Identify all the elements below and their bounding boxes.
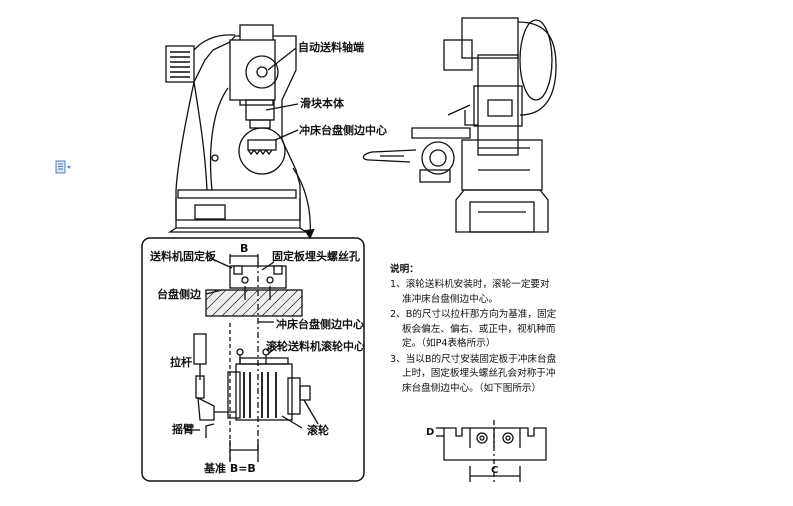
document-icon[interactable]	[55, 160, 71, 174]
notes-title: 说明：	[390, 264, 419, 275]
note-3-line-2: 上时，固定板埋头螺丝孔会对称于冲	[402, 368, 556, 379]
note-2-line-1: 2、B的尺寸以拉杆那方向为基准，固定	[390, 309, 557, 320]
plate-section-diagram	[436, 420, 547, 482]
label-press-table-side-center: 冲床台盘侧边中心	[276, 318, 364, 331]
label-feeder-fixing-plate: 送料机固定板	[150, 250, 216, 263]
roller-feeder-detail	[188, 333, 319, 462]
label-dim-c: C	[491, 465, 499, 476]
label-press-table-side-center-top: 冲床台盘侧边中心	[299, 124, 387, 137]
note-3-line-3: 床台盘侧边中心。（如下图所示）	[402, 382, 542, 394]
note-3-line-1: 3、当以B的尺寸安装固定板于冲床台盘	[390, 353, 557, 365]
detail-frame	[141, 237, 365, 482]
label-feed-shaft-end: 自动送料轴端	[298, 41, 364, 54]
label-dim-b: B	[240, 242, 249, 255]
note-1-line-1: 1、滚轮送料机安装时，滚轮一定要对	[390, 279, 550, 290]
press-front-view	[362, 17, 557, 233]
fixing-plate-detail	[205, 254, 303, 460]
label-roller-feeder-roller-center: 滚轮送料机滚轮中心	[266, 340, 365, 353]
label-dim-d: D	[426, 427, 435, 438]
note-2-line-3: 定。（如P4表格所示）	[402, 338, 496, 349]
label-pull-rod: 拉杆	[170, 356, 192, 369]
label-roller: 滚轮	[307, 424, 329, 437]
label-fixing-plate-screw-hole: 固定板埋头螺丝孔	[272, 250, 360, 263]
note-2-line-2: 板会偏左、偏右、或正中，视机种而	[402, 323, 556, 335]
label-table-side: 台盘侧边	[157, 288, 201, 301]
dropdown-arrow-icon	[67, 166, 71, 169]
note-1-line-2: 准冲床台盘侧边中心。	[402, 293, 498, 305]
label-rocker-arm: 摇臂	[172, 423, 194, 436]
label-datum: 基准 B=B	[204, 462, 256, 475]
label-slider-body: 滑块本体	[300, 97, 344, 110]
press-side-view	[165, 24, 315, 240]
